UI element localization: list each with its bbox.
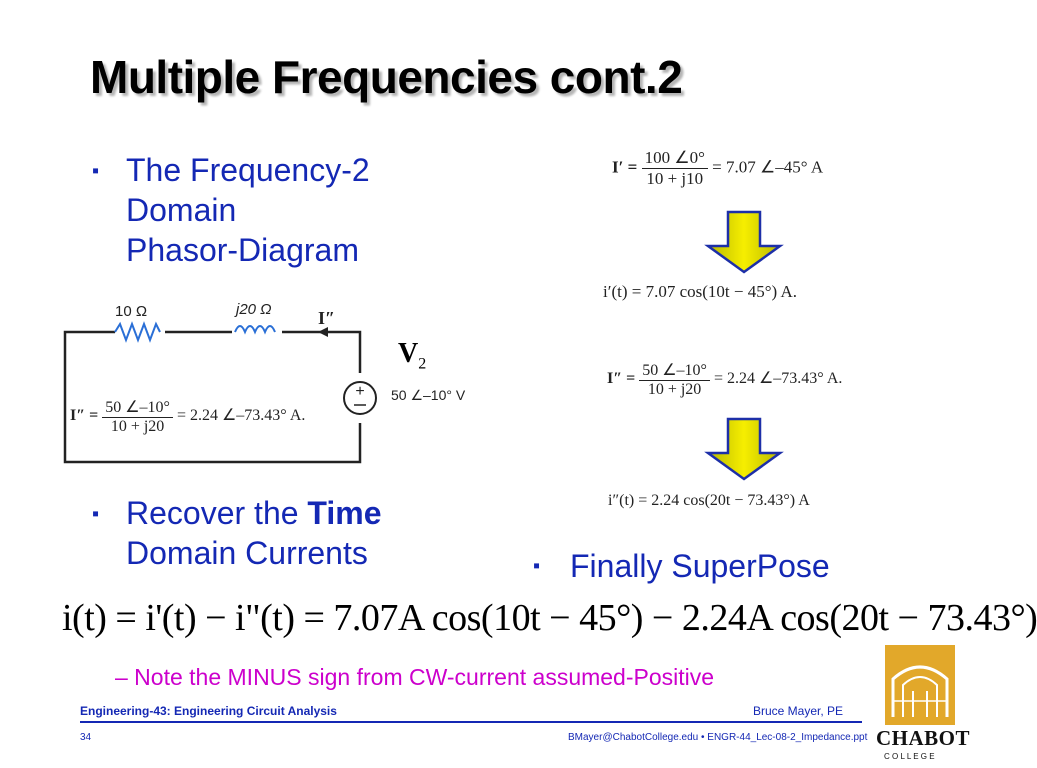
eq-numerator: 50 ∠–10° [639, 360, 710, 381]
equation-i-prime-phasor: I′ = 100 ∠0°10 + j10 = 7.07 ∠–45° A [612, 148, 823, 189]
down-arrow-1 [704, 210, 784, 274]
circuit-current-equation: I″ = 50 ∠–10°10 + j20 = 2.24 ∠–73.43° A. [70, 397, 305, 436]
eq-rhs: = 2.24 ∠–73.43° A. [713, 370, 843, 388]
bullet-line: Domain Currents [126, 535, 368, 571]
current-arrow [318, 327, 328, 337]
eq-numerator: 100 ∠0° [641, 148, 708, 169]
note-minus-sign: – Note the MINUS sign from CW-current as… [115, 664, 715, 690]
eq-lhs: I″ = [607, 370, 636, 388]
footer-email-file: BMayer@ChabotCollege.edu • ENGR-44_Lec-0… [568, 732, 868, 743]
eq-lhs: I″ = [70, 407, 99, 425]
eq-denominator: 10 + j20 [110, 418, 165, 435]
eq-denominator: 10 + j10 [646, 169, 704, 188]
footer-course: Engineering-43: Engineering Circuit Anal… [80, 704, 337, 718]
logo-name: CHABOT [876, 726, 971, 750]
equation-i-double-prime-time: i″(t) = 2.24 cos(20t − 73.43°) A [608, 492, 810, 509]
bullet-superpose: Finally SuperPose [570, 548, 830, 584]
superposition-equation: i(t) = i'(t) − i"(t) = 7.07A cos(10t − 4… [62, 597, 1037, 639]
equation-i-double-prime-phasor: I″ = 50 ∠–10°10 + j20 = 2.24 ∠–73.43° A. [607, 360, 842, 399]
bullet-marker: ▪ [92, 503, 100, 525]
inductor-symbol [234, 325, 276, 335]
resistor-label: 10 Ω [115, 303, 148, 320]
footer-author: Bruce Mayer, PE [753, 704, 844, 718]
v2-letter: V [398, 338, 419, 369]
bullet-line: Recover the Time [126, 493, 382, 533]
source-label: 50 ∠–10° V [391, 387, 466, 403]
bullet-text: Recover the [126, 495, 308, 531]
bullet-line: The Frequency-2 [126, 152, 370, 188]
voltage-source-symbol [343, 381, 377, 415]
eq-rhs: = 7.07 ∠–45° A [712, 157, 824, 177]
logo-subtitle: C O L L E G E [884, 752, 935, 761]
bullet-recover-time: Recover the Time Domain Currents [126, 493, 382, 573]
circuit-diagram: + [63, 321, 377, 464]
slide-title: Multiple Frequencies cont.2 [90, 51, 683, 103]
eq-numerator: 50 ∠–10° [102, 397, 173, 418]
down-arrow-2 [704, 417, 784, 481]
resistor-symbol [114, 321, 161, 343]
svg-text:+: + [355, 383, 364, 400]
bullet-marker: ▪ [92, 160, 100, 182]
v2-label: V2 [398, 338, 426, 374]
bullet-line: Phasor-Diagram [126, 232, 359, 268]
bullet-line: Domain [126, 192, 237, 228]
current-label: I″ [318, 308, 335, 328]
inductor-label: j20 Ω [236, 301, 272, 318]
eq-rhs: = 2.24 ∠–73.43° A. [176, 407, 306, 425]
bullet-marker: ▪ [533, 555, 541, 577]
v2-subscript: 2 [418, 355, 427, 373]
eq-lhs: I′ = [612, 157, 638, 177]
equation-i-prime-time: i′(t) = 7.07 cos(10t − 45°) A. [603, 282, 798, 301]
slide-number: 34 [80, 732, 92, 743]
chabot-logo-icon [885, 645, 955, 725]
footer-divider [80, 721, 862, 723]
eq-denominator: 10 + j20 [647, 381, 702, 398]
bullet-bold-text: Time [307, 495, 382, 531]
bullet-frequency-domain: The Frequency-2 Domain Phasor-Diagram [126, 150, 370, 270]
